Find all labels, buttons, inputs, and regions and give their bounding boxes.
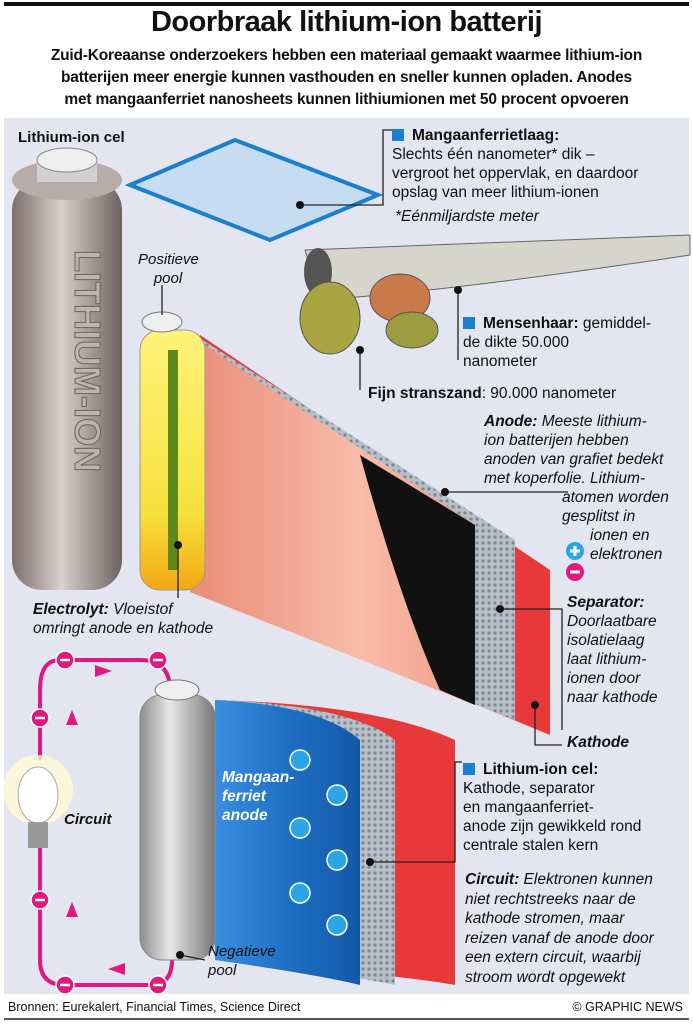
rolled-cell <box>139 679 455 985</box>
top-rule <box>4 2 689 6</box>
electron-arrows <box>66 665 125 975</box>
lithium-ion-markers <box>289 749 348 936</box>
electrode-stack <box>190 335 550 735</box>
bullet-square-icon <box>463 763 475 775</box>
bullet-square-icon <box>463 317 475 329</box>
mangaan-callout: Mangaanferrietlaag: Slechts één nanomete… <box>392 127 639 225</box>
subtitle: Zuid-Koreaanse onderzoekers hebben een m… <box>4 45 689 111</box>
zand-callout: Fijn stranszand: 90.000 nanometer <box>368 385 617 402</box>
cell-title: Lithium-ion cel <box>18 129 125 146</box>
bottom-rule <box>4 1018 689 1020</box>
mangaanferriet-sheet <box>124 137 384 243</box>
large-battery: LITHIUM-ION <box>12 147 122 590</box>
human-hair <box>304 234 691 301</box>
circuit-label: Circuit <box>64 811 112 828</box>
cutaway-battery <box>139 311 206 591</box>
battery-label: LITHIUM-ION <box>67 250 108 472</box>
credit: © GRAPHIC NEWS <box>572 1000 683 1014</box>
kathode-label: Kathode <box>567 734 629 751</box>
subtitle-line: met mangaanferriet nanosheets kunnen lit… <box>64 91 629 108</box>
page-title: Doorbraak lithium-ion batterij <box>150 6 543 38</box>
light-bulb-icon <box>3 755 73 848</box>
subtitle-line: Zuid-Koreaanse onderzoekers hebben een m… <box>50 47 643 64</box>
sources: Bronnen: Eurekalert, Financial Times, Sc… <box>8 1000 301 1014</box>
anode-callout: Anode: Meeste lithium- ion batterijen he… <box>484 413 664 487</box>
bullet-square-icon <box>392 129 404 141</box>
minus-glyphs <box>35 658 163 987</box>
circuit-callout: Circuit: Elektronen kunnen niet rechtstr… <box>465 871 654 986</box>
subtitle-line: batterijen meer energie kunnen vasthoude… <box>61 69 632 86</box>
sand-grains <box>299 273 439 355</box>
